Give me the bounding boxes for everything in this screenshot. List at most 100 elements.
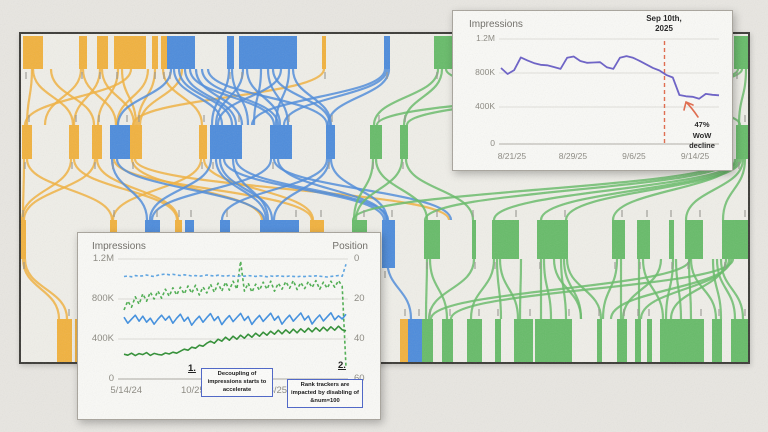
wow-decline-label: 47% WoW decline: [687, 120, 717, 152]
flow-node: [92, 125, 102, 159]
node-label-stub: [648, 309, 650, 316]
node-label-stub: [621, 210, 623, 217]
node-label-stub: [331, 115, 333, 122]
flow-node: [69, 125, 79, 159]
left-axis-tick-label: 0: [108, 373, 114, 384]
impressions-line: [500, 55, 720, 100]
flow-node: [97, 36, 108, 69]
node-label-stub: [212, 162, 214, 169]
node-label-stub: [614, 262, 616, 269]
flow-link: [231, 158, 270, 221]
flow-node: [467, 319, 482, 362]
node-label-stub: [163, 72, 165, 79]
node-label-stub: [418, 309, 420, 316]
flow-node: [597, 319, 602, 362]
impressions-solid-green-line: [123, 325, 347, 357]
node-label-stub: [386, 72, 388, 79]
event-date-line1: Sep 10th,: [646, 14, 682, 23]
flow-node: [22, 125, 32, 159]
event-date-line2: 2025: [655, 24, 673, 34]
node-label-stub: [744, 210, 746, 217]
position-dashed-blue-line: [123, 263, 347, 278]
node-label-stub: [238, 115, 240, 122]
left-axis-tick-label: 400K: [91, 333, 114, 344]
y-axis-tick-label: 800K: [475, 67, 495, 77]
flow-node: [199, 125, 207, 159]
flow-node: [535, 319, 572, 362]
flow-node: [731, 319, 748, 362]
node-label-stub: [99, 72, 101, 79]
node-label-stub: [724, 262, 726, 269]
node-label-stub: [190, 210, 192, 217]
y-axis-tick-label: 1.2M: [476, 33, 495, 43]
node-label-stub: [288, 115, 290, 122]
flow-node: [114, 36, 146, 69]
flow-node: [736, 125, 748, 159]
node-label-stub: [429, 309, 431, 316]
right-axis-tick-label: 40: [354, 333, 365, 344]
callout-decoupling: Decoupling of impressions starts to acce…: [201, 368, 273, 398]
left-axis-tick-label: 800K: [91, 293, 114, 304]
node-label-stub: [81, 72, 83, 79]
flow-link: [72, 158, 179, 221]
impressions-solid-blue-line: [123, 312, 347, 326]
flow-node: [326, 125, 335, 159]
node-label-stub: [478, 309, 480, 316]
callout-rank-trackers: Rank trackers are impacted by disabling …: [287, 379, 363, 409]
flow-link: [498, 258, 520, 320]
flow-node: [669, 220, 674, 259]
x-axis-tick-label: 8/29/25: [558, 151, 588, 161]
node-label-stub: [598, 309, 600, 316]
node-label-stub: [404, 115, 406, 122]
impressions-vs-position-chart: Impressions Position 1. 2. Decoupling of…: [77, 232, 381, 420]
flow-node: [130, 125, 142, 159]
node-label-stub: [241, 72, 243, 79]
node-label-stub: [718, 309, 720, 316]
node-label-stub: [156, 210, 158, 217]
position-dashed-green-line: [123, 260, 347, 368]
node-label-stub: [68, 309, 70, 316]
node-label-stub: [402, 162, 404, 169]
node-label-stub: [23, 262, 25, 269]
node-label-stub: [324, 72, 326, 79]
flow-link: [427, 258, 476, 320]
flow-node: [442, 319, 453, 362]
flow-link: [689, 258, 718, 320]
left-axis-tick-label: 1.2M: [92, 253, 114, 264]
flow-node: [408, 319, 422, 362]
node-label-stub: [94, 162, 96, 169]
node-label-stub: [497, 309, 499, 316]
chart-title: Impressions: [469, 19, 523, 30]
node-label-stub: [169, 72, 171, 79]
node-label-stub: [700, 309, 702, 316]
flow-node: [472, 220, 476, 259]
node-label-stub: [295, 210, 297, 217]
flow-node: [685, 220, 703, 259]
flow-node: [161, 36, 167, 69]
flow-node: [492, 220, 519, 259]
y-axis-tick-label: 0: [490, 138, 495, 148]
node-label-stub: [113, 210, 115, 217]
flow-link: [22, 158, 97, 221]
node-label-stub: [436, 72, 438, 79]
flow-link: [687, 258, 693, 320]
node-label-stub: [378, 115, 380, 122]
node-label-stub: [226, 210, 228, 217]
flow-node: [660, 319, 704, 362]
node-label-stub: [154, 72, 156, 79]
node-label-stub: [372, 162, 374, 169]
flow-node: [227, 36, 234, 69]
event-date-label: Sep 10th, 2025: [646, 14, 682, 35]
node-label-stub: [736, 72, 738, 79]
flow-node: [167, 36, 195, 69]
node-label-stub: [670, 210, 672, 217]
node-label-stub: [494, 262, 496, 269]
flow-node: [537, 220, 568, 259]
flow-node: [637, 220, 650, 259]
node-label-stub: [744, 309, 746, 316]
node-label-stub: [116, 72, 118, 79]
node-label-stub: [178, 210, 180, 217]
node-label-stub: [328, 162, 330, 169]
node-label-stub: [391, 210, 393, 217]
node-label-stub: [132, 162, 134, 169]
